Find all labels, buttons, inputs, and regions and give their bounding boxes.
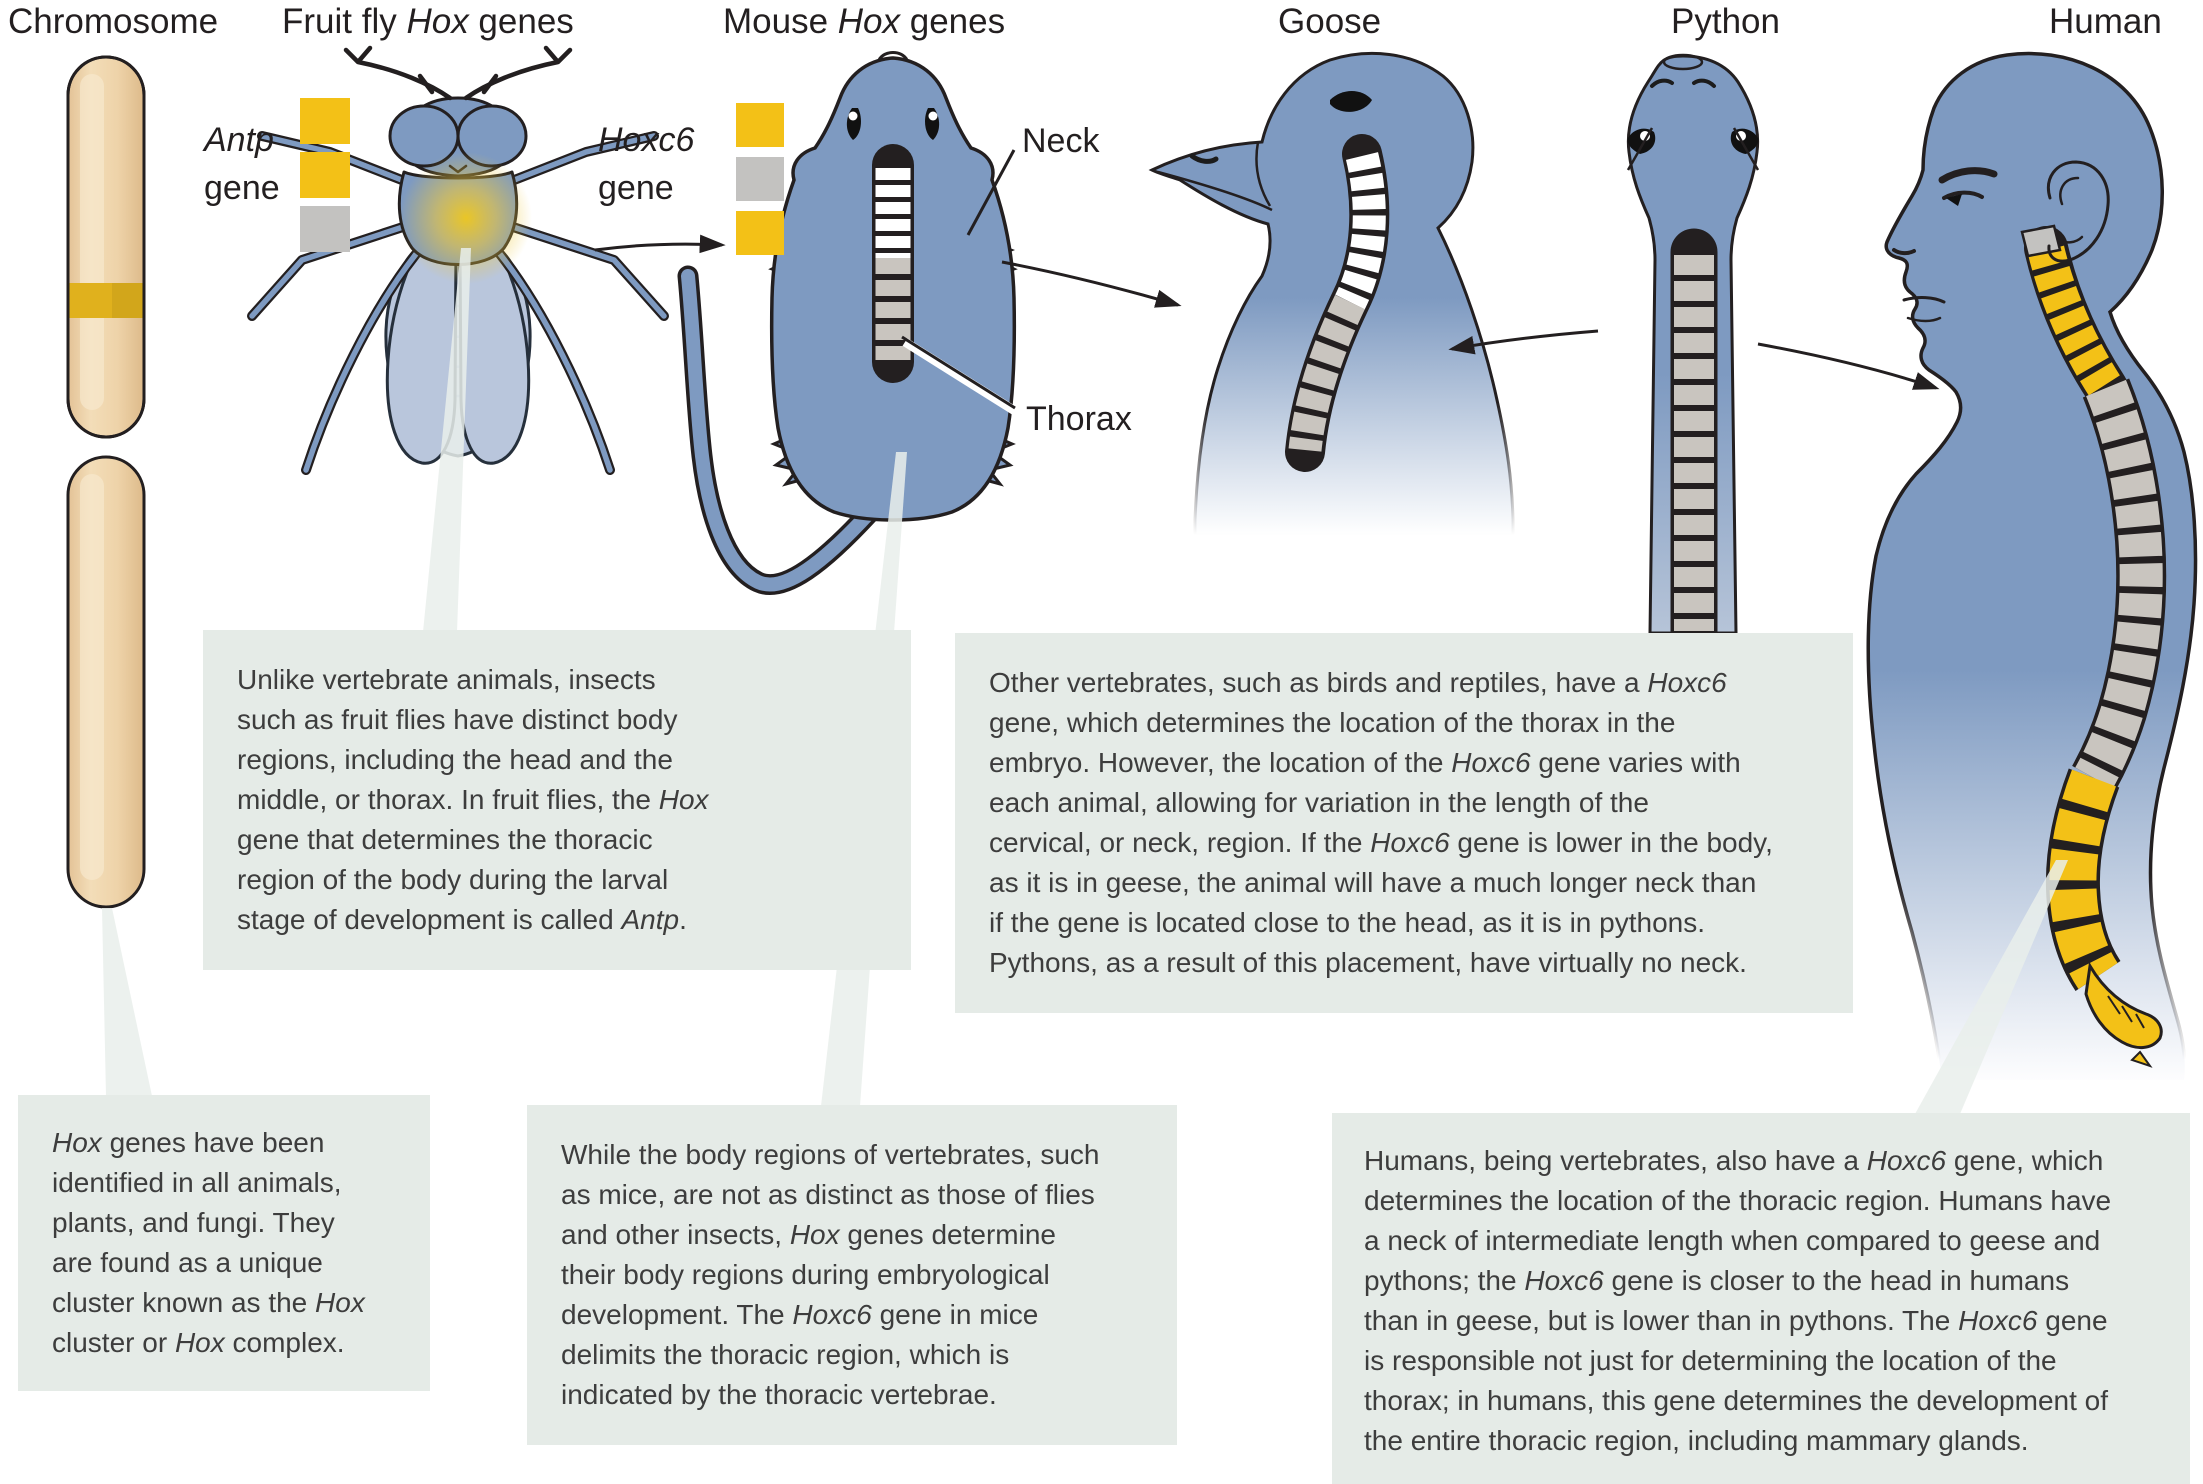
python-nostril <box>1692 78 1716 88</box>
arrow-python-to-goose <box>1448 329 1599 355</box>
column-label-mouse: Mouse Hox genes <box>723 2 1006 41</box>
arrow-python-to-human <box>1757 342 1940 390</box>
neck-label: Neck <box>1022 122 1100 160</box>
textbox-human: Humans, being vertebrates, also have a H… <box>1332 1113 2190 1484</box>
mouse-nose <box>877 51 909 61</box>
column-label-python: Python <box>1671 2 1780 41</box>
goose-eye <box>1330 91 1372 112</box>
wedge-fly-to-textbox <box>423 248 471 632</box>
neck-pointer-line <box>966 149 1016 236</box>
human-eyebrow <box>1938 167 1998 184</box>
human-eye <box>1942 190 1984 200</box>
chromosome-illustration <box>66 55 146 909</box>
fly-legs <box>247 131 669 475</box>
human-face <box>1892 160 2110 323</box>
wedge-chromosome-to-textbox <box>102 908 152 1096</box>
goose-spine <box>1285 134 1390 472</box>
human-spine-base-vertebra <box>2020 224 2062 258</box>
goose-illustration <box>1148 51 1515 537</box>
human-sacrum <box>2084 961 2163 1068</box>
column-label-fruit-fly: Fruit fly Hox genes <box>282 2 574 41</box>
human-ear <box>2047 160 2110 263</box>
goose-nostril <box>1189 153 1219 164</box>
mouse-hox-gene-cluster <box>736 103 784 265</box>
mouse-illustration <box>677 51 1018 595</box>
fly-antennae <box>343 45 573 101</box>
human-spine <box>2020 224 2167 1068</box>
python-nostril <box>1650 78 1674 88</box>
fly-hox-gene-cluster <box>300 98 350 260</box>
goose-beak-mouth-line <box>1157 170 1273 212</box>
thorax-label: Thorax <box>1026 400 1132 438</box>
human-nostril <box>1892 248 1916 256</box>
gene-box <box>736 211 784 255</box>
chromosome-band <box>69 283 143 318</box>
gene-box <box>736 157 784 201</box>
mouse-eyes <box>846 108 940 140</box>
human-illustration <box>1866 51 2198 1082</box>
textbox-mouse: While the body regions of vertebrates, s… <box>527 1105 1177 1445</box>
thorax-pointer-line <box>901 335 1016 410</box>
textbox-other-vertebrates: Other vertebrates, such as birds and rep… <box>955 633 1853 1013</box>
gene-box <box>300 152 350 198</box>
wedge-human-to-textbox <box>1915 860 2068 1114</box>
column-label-human: Human <box>2049 2 2162 41</box>
column-label-chromosome: Chromosome <box>8 2 219 41</box>
goose-beak-edge <box>1255 141 1272 207</box>
python-illustration <box>1626 53 1760 655</box>
thorax-pointer-casing <box>902 338 1021 417</box>
python-eyes <box>1626 127 1760 171</box>
column-label-goose: Goose <box>1278 2 1382 41</box>
python-snout <box>1662 53 1704 71</box>
arrow-fly-to-mouse <box>594 234 726 254</box>
gene-box <box>300 98 350 144</box>
mouse-tail <box>677 265 881 595</box>
arrow-mouse-to-goose <box>1001 260 1182 308</box>
gene-box <box>736 103 784 147</box>
gene-box <box>300 206 350 252</box>
antp-expression-glow <box>400 152 532 284</box>
human-mouth <box>1902 296 1946 304</box>
